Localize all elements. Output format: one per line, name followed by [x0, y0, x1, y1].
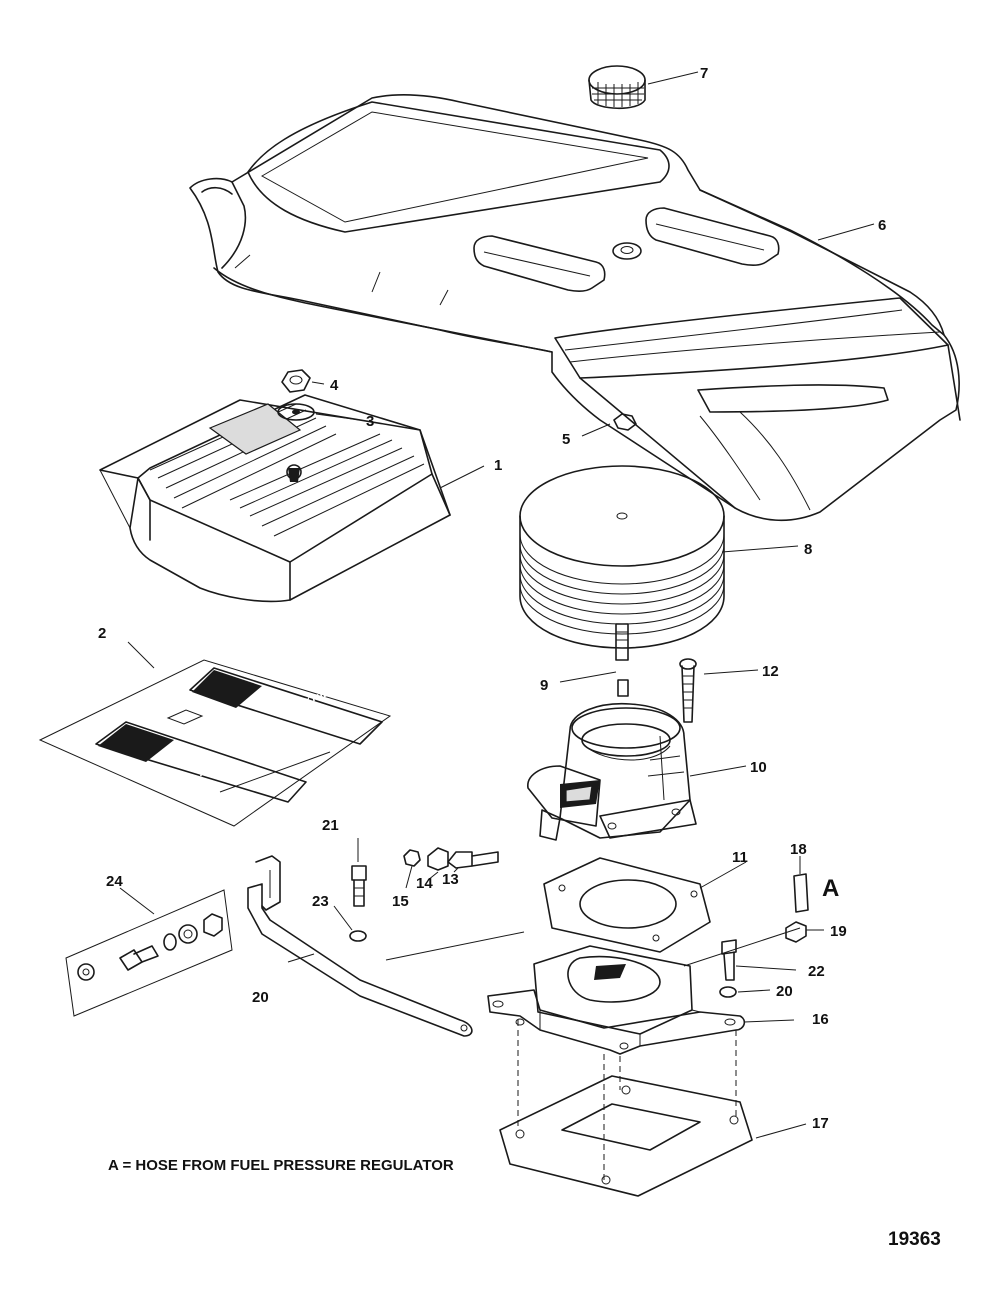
callout-5: 5 [562, 431, 570, 448]
spacer-part-14 [427, 847, 449, 871]
bracket-part-20 [247, 855, 473, 1037]
fill-cap-part-7 [588, 65, 646, 110]
callout-14: 14 [416, 875, 433, 892]
washer-part-3 [277, 403, 315, 421]
flame-arrestor-part-8 [519, 465, 725, 649]
hardware-set-part-24 [65, 889, 233, 1017]
flame-arrestor-cover-part-1 [99, 394, 451, 603]
callout-17: 17 [812, 1115, 829, 1132]
callout-8: 8 [804, 541, 812, 558]
callout-2: 2 [98, 625, 106, 642]
callout-19: 19 [830, 923, 847, 940]
callout-13: 13 [442, 871, 459, 888]
washer-part-20-right [719, 986, 737, 998]
decal-brand-bottom: mercruiser [161, 761, 217, 789]
callouts: 7 6 4 3 5 1 8 2 9 12 10 21 11 18 A 24 15… [98, 65, 886, 1132]
callout-16: 16 [812, 1011, 829, 1028]
callout-3: 3 [366, 413, 374, 430]
legend-note: A = HOSE FROM FUEL PRESSURE REGULATOR [108, 1157, 454, 1174]
gasket-part-11 [543, 857, 711, 953]
decal-sheet-part-2: mercruiser mercruiser [38, 659, 392, 827]
bolt-part-21 [351, 865, 367, 907]
figure-number: 19363 [888, 1229, 941, 1250]
callout-22: 22 [808, 963, 825, 980]
callout-15: 15 [392, 893, 409, 910]
callout-23: 23 [312, 893, 329, 910]
callout-4: 4 [330, 377, 339, 394]
callout-9: 9 [540, 677, 548, 694]
bolt-part-13 [447, 851, 499, 869]
nut-part-4 [281, 369, 311, 393]
callout-20-right: 20 [776, 983, 793, 1000]
base-gasket-part-17 [499, 1075, 753, 1197]
fitting-part-18 [793, 873, 809, 913]
callout-24: 24 [106, 873, 123, 890]
callout-6: 6 [878, 217, 886, 234]
callout-20-left: 20 [252, 989, 269, 1006]
callout-7: 7 [700, 65, 708, 82]
screw-part-22 [721, 939, 737, 981]
callout-10: 10 [750, 759, 767, 776]
callout-1: 1 [494, 457, 502, 474]
washer-part-23 [349, 930, 367, 942]
callout-18: 18 [790, 841, 807, 858]
throttle-body-part-10 [527, 702, 697, 841]
callout-12: 12 [762, 663, 779, 680]
leader-lines [119, 71, 875, 1139]
callout-a: A [822, 875, 839, 902]
callout-21: 21 [322, 817, 339, 834]
grommet-part-5 [613, 413, 637, 431]
alignment-lines [385, 931, 737, 1180]
callout-11: 11 [732, 849, 748, 866]
plug-part-19 [785, 921, 807, 943]
decal-brand-top: mercruiser [286, 681, 342, 713]
nut-part-15 [403, 849, 421, 867]
stud-part-9 [615, 623, 629, 697]
engine-cover-part-6 [189, 94, 961, 522]
adaptor-part-16 [487, 945, 746, 1055]
screw-part-12 [679, 658, 697, 723]
